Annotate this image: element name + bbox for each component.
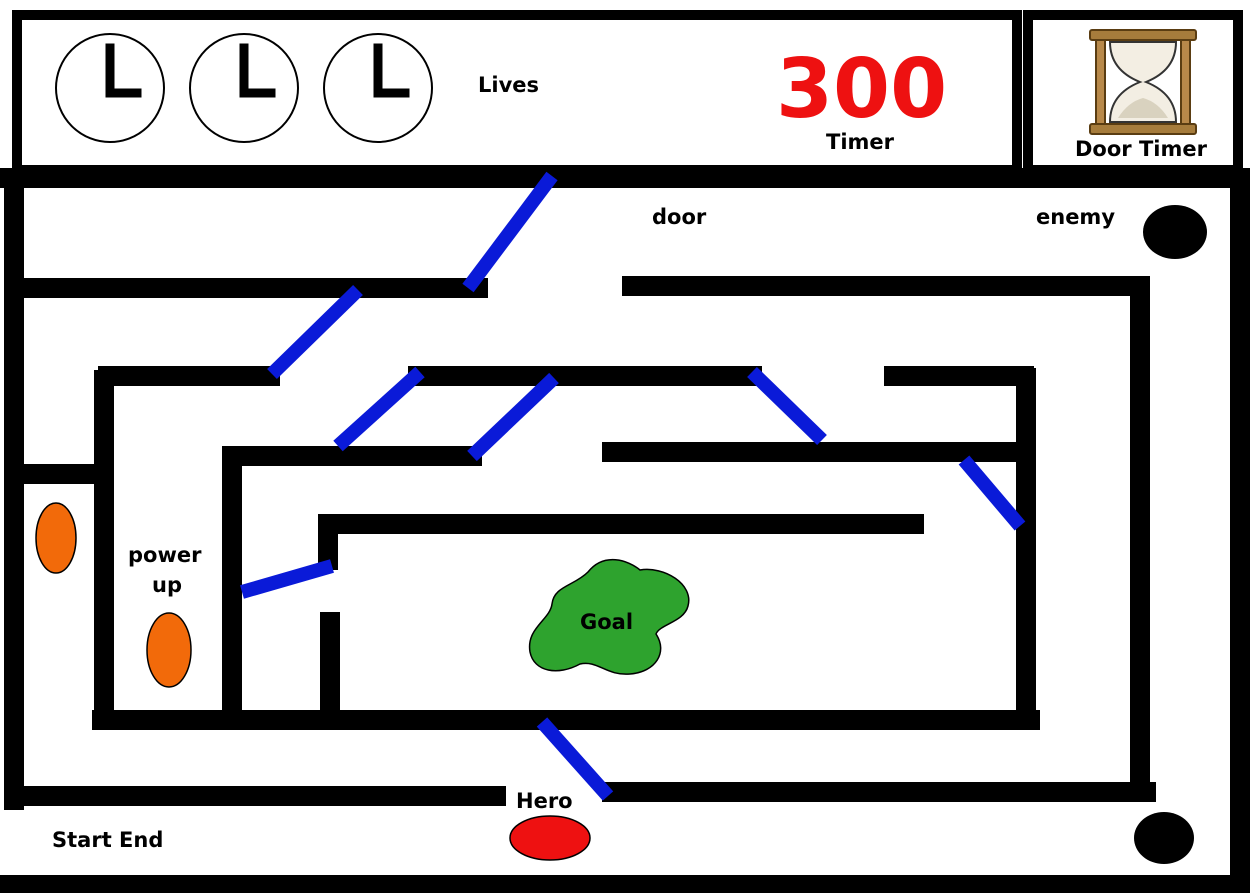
door[interactable] bbox=[472, 378, 554, 456]
enemy[interactable] bbox=[1134, 812, 1194, 864]
door[interactable] bbox=[468, 176, 552, 288]
hero-label: Hero bbox=[516, 789, 573, 813]
power-up[interactable] bbox=[147, 613, 191, 687]
door-timer-label: Door Timer bbox=[1075, 137, 1208, 161]
life-clock-icon bbox=[56, 34, 164, 142]
door[interactable] bbox=[272, 290, 358, 374]
enemy-label: enemy bbox=[1036, 205, 1115, 229]
timer-label: Timer bbox=[826, 130, 895, 154]
door[interactable] bbox=[542, 722, 608, 796]
door[interactable] bbox=[242, 566, 332, 592]
lives-clock-icons bbox=[56, 34, 432, 142]
enemy[interactable] bbox=[1143, 205, 1207, 259]
power-up[interactable] bbox=[36, 503, 76, 573]
door[interactable] bbox=[338, 372, 420, 446]
door[interactable] bbox=[752, 372, 822, 440]
goal-label: Goal bbox=[580, 610, 633, 634]
hourglass-icon bbox=[1090, 30, 1196, 134]
lives-label: Lives bbox=[478, 73, 539, 97]
door[interactable] bbox=[964, 460, 1020, 526]
life-clock-icon bbox=[324, 34, 432, 142]
life-clock-icon bbox=[190, 34, 298, 142]
power-up-label: power bbox=[128, 543, 202, 567]
door-label: door bbox=[652, 205, 707, 229]
maze-walls bbox=[10, 178, 1240, 885]
doors bbox=[242, 176, 1020, 796]
start-end-label: Start End bbox=[52, 828, 163, 852]
hud-panel: Lives 300 Timer Door Timer bbox=[17, 15, 1238, 170]
power-up-label: up bbox=[152, 573, 182, 597]
timer-value: 300 bbox=[776, 42, 947, 137]
hero[interactable] bbox=[510, 816, 590, 860]
